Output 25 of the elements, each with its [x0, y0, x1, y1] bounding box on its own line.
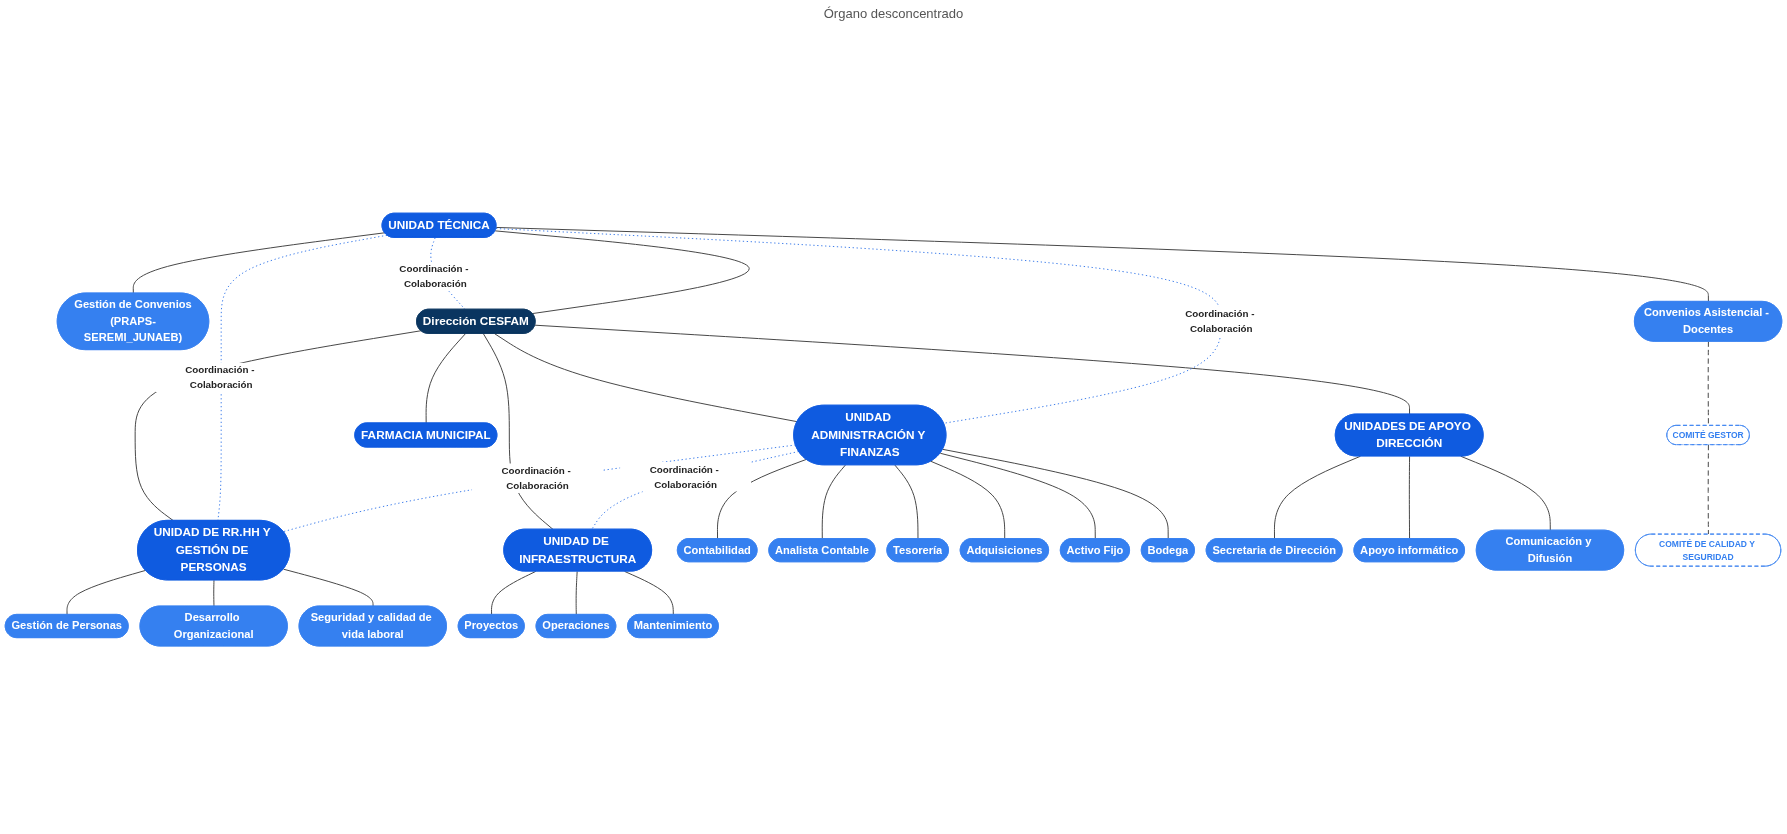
connector — [1707, 341, 1709, 427]
connector — [930, 461, 1006, 540]
connector — [66, 570, 147, 616]
connector — [494, 333, 798, 423]
connector — [495, 227, 1709, 303]
connector — [425, 333, 466, 425]
connector — [939, 453, 1096, 540]
connector — [213, 580, 215, 608]
edge-label: Coordinación - Colaboración — [399, 263, 469, 290]
connector — [495, 228, 1222, 425]
edge-label: Coordinación - Colaboración — [649, 463, 719, 490]
connector — [534, 325, 1411, 416]
connector — [132, 232, 386, 295]
edge-label: Coordinación - Colaboración — [501, 465, 571, 492]
connector — [894, 465, 919, 540]
connector — [283, 569, 374, 608]
connector — [624, 571, 674, 616]
edge-label: Coordinación - Colaboración — [1185, 308, 1255, 335]
connector — [494, 230, 750, 315]
connector — [942, 449, 1169, 540]
edge-label: Coordinación - Colaboración — [185, 364, 255, 391]
connector — [575, 571, 578, 616]
note-text: Órgano desconcentrado — [823, 5, 964, 21]
connector — [1408, 456, 1411, 540]
connector — [821, 465, 846, 540]
